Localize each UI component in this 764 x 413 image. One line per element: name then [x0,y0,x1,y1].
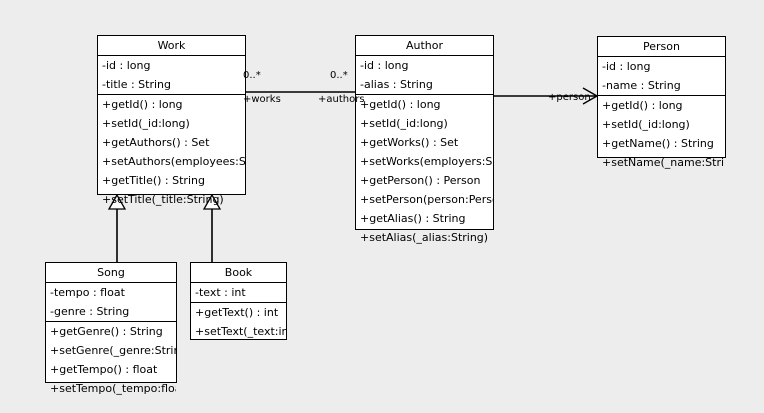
class-name-book: Book [224,266,253,279]
role-label-person: +person [548,92,591,103]
method-row: +getWorks() : Set [360,136,459,149]
compartment-divider [98,55,245,56]
attribute-row: -alias : String [360,78,433,91]
compartment-divider [191,282,286,283]
class-box-song[interactable]: Song -tempo : float -genre : String +get… [45,262,177,395]
method-row: +setAuthors(employees:Set) [102,155,245,168]
role-label-works: +works [243,94,281,105]
compartment-divider [598,95,725,96]
method-row: +getPerson() : Person [360,174,481,187]
class-box-author[interactable]: Author -id : long -alias : String +getId… [355,35,494,244]
compartment-divider [356,94,493,95]
attribute-row: -title : String [102,78,172,91]
attributes-compartment-work: -id : long -title : String [98,56,245,94]
methods-compartment-person: +getId() : long +setId(_id:long) +getNam… [598,96,725,172]
methods-compartment-work: +getId() : long +setId(_id:long) +getAut… [98,95,245,209]
method-row: +getId() : long [360,98,441,111]
method-row: +getId() : long [602,99,683,112]
method-row: +getText() : int [195,306,279,319]
attribute-row: -id : long [360,59,409,72]
class-box-book[interactable]: Book -text : int +getText() : int +setTe… [190,262,287,340]
attribute-row: -text : int [195,286,246,299]
class-name-work: Work [157,39,186,52]
attribute-row: -id : long [602,60,651,73]
attribute-row: -name : String [602,79,681,92]
compartment-divider [46,282,176,283]
method-row: +getAuthors() : Set [102,136,210,149]
multiplicity-label-work-side: 0..* [243,70,261,81]
attribute-row: -genre : String [50,305,130,318]
method-row: +getId() : long [102,98,183,111]
attributes-compartment-song: -tempo : float -genre : String [46,283,176,321]
attributes-compartment-author: -id : long -alias : String [356,56,493,94]
method-row: +setAlias(_alias:String) [360,231,489,244]
method-row: +setName(_name:String) [602,156,725,169]
method-row: +setPerson(person:Person) [360,193,493,206]
class-name-person: Person [643,40,680,53]
class-box-work[interactable]: Work -id : long -title : String +getId()… [97,35,246,206]
methods-compartment-author: +getId() : long +setId(_id:long) +getWor… [356,95,493,247]
method-row: +getAlias() : String [360,212,466,225]
method-row: +setId(_id:long) [360,117,448,130]
attribute-row: -tempo : float [50,286,125,299]
method-row: +setTempo(_tempo:float) [50,382,176,395]
attributes-compartment-book: -text : int [191,283,286,302]
compartment-divider [46,321,176,322]
compartment-divider [98,94,245,95]
class-name-song: Song [97,266,125,279]
method-row: +getName() : String [602,137,714,150]
attribute-row: -id : long [102,59,151,72]
method-row: +setText(_text:int) [195,325,286,338]
method-row: +setId(_id:long) [102,117,190,130]
method-row: +setId(_id:long) [602,118,690,131]
class-name-author: Author [405,39,444,52]
method-row: +setWorks(employers:Set) [360,155,493,168]
compartment-divider [191,302,286,303]
attributes-compartment-person: -id : long -name : String [598,57,725,95]
methods-compartment-song: +getGenre() : String +setGenre(_genre:St… [46,322,176,398]
role-label-authors: +authors [318,94,365,105]
method-row: +getTempo() : float [50,363,158,376]
method-row: +setTitle(_title:String) [102,193,224,206]
multiplicity-label-author-side: 0..* [330,70,348,81]
method-row: +setGenre(_genre:String) [50,344,176,357]
compartment-divider [598,56,725,57]
class-box-person[interactable]: Person -id : long -name : String +getId(… [597,36,726,169]
methods-compartment-book: +getText() : int +setText(_text:int) [191,303,286,341]
method-row: +getTitle() : String [102,174,205,187]
method-row: +getGenre() : String [50,325,163,338]
compartment-divider [356,55,493,56]
